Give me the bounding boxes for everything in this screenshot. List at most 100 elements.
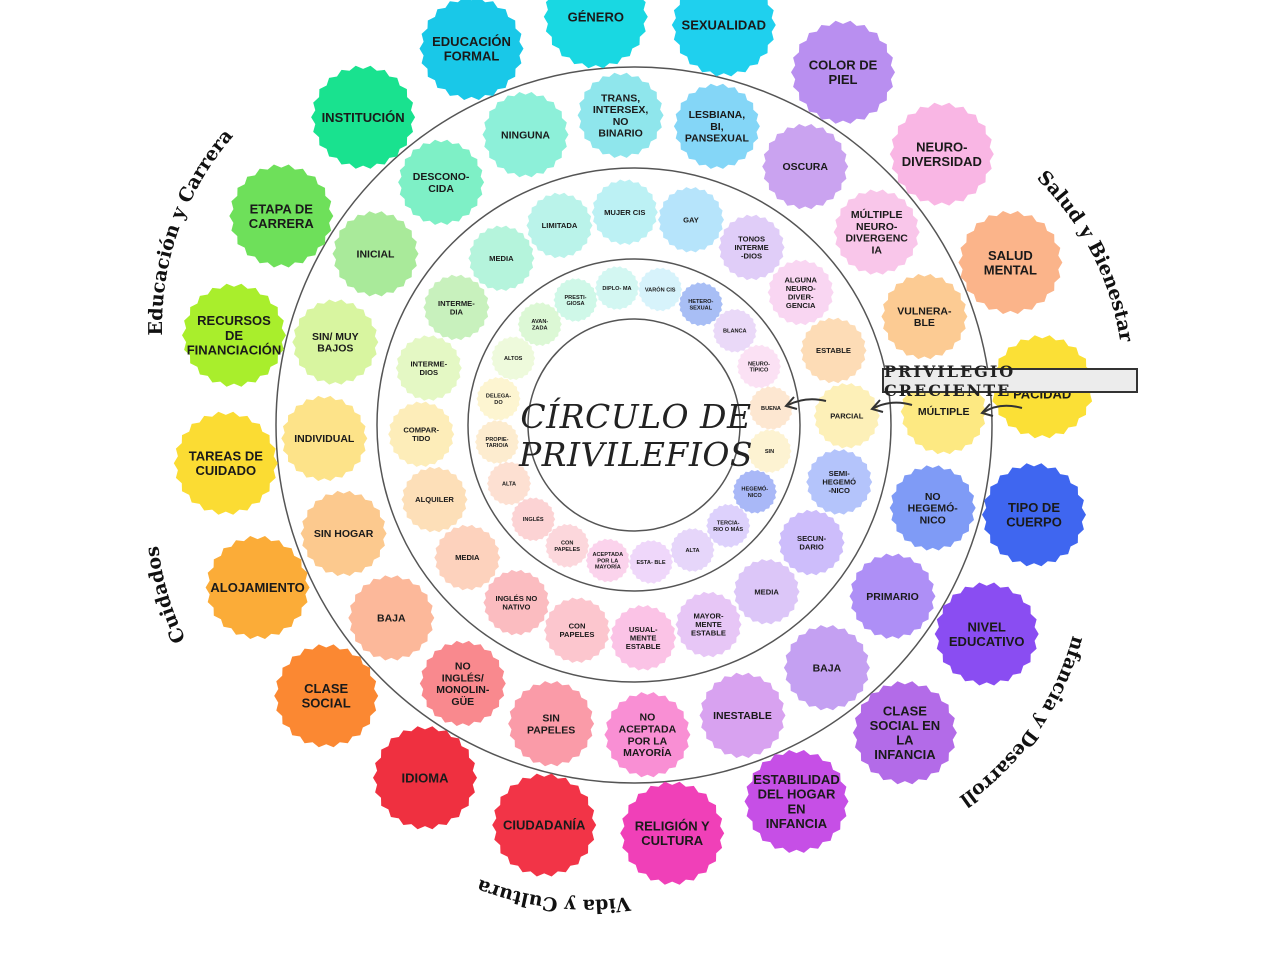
badge-inner-8: ALTA: [670, 528, 715, 572]
badge-shape: [800, 317, 867, 384]
badge-shape: [591, 179, 658, 245]
badge-label: MEDIA: [754, 587, 779, 596]
badge-ring3-6: SECUN-DARIO: [778, 509, 845, 576]
badge-shape: [744, 750, 849, 853]
badge-shape: [712, 309, 757, 353]
badge-ring2-14: INDIVIDUAL: [281, 395, 368, 481]
badge-label: DESCONO-CIDA: [413, 171, 470, 195]
badge-inner-19: DIPLO- MA: [595, 266, 639, 310]
increasing-arrows: [784, 396, 1023, 417]
badge-label: BAJA: [813, 662, 842, 674]
badge-shape: [718, 214, 785, 281]
badge-label: BUENA: [761, 406, 781, 412]
guide-circles: [275, 66, 993, 784]
badge-shape: [778, 509, 845, 576]
badge-shape: [526, 192, 593, 259]
badge-ring2-13: SIN HOGAR: [300, 490, 387, 576]
badge-shape: [476, 377, 521, 421]
privilegio-creciente-label: PRIVILEGIO CRECIENTE: [882, 362, 1138, 400]
badge-label: COMPAR-TIDO: [403, 426, 439, 444]
badge-shape: [511, 497, 556, 541]
badge-inner-2: BLANCA: [712, 309, 757, 353]
badge-shape: [671, 0, 776, 77]
badge-shape: [791, 20, 895, 124]
badge-shape: [833, 189, 920, 275]
badge-shape: [806, 449, 873, 515]
badge-shape: [638, 267, 683, 312]
badge-inner-0: VARÓN CIS: [638, 267, 683, 312]
badge-ring2-16: INICIAL: [332, 211, 419, 297]
badge-inner-13: ALTA: [487, 461, 531, 506]
badge-label: ALQUILER: [415, 495, 454, 504]
title-line-1: CÍRCULO DE: [520, 396, 751, 436]
badge-shape: [229, 164, 334, 268]
badge-ring3-19: MUJER CIS: [591, 179, 658, 245]
badge-label: SIN HOGAR: [314, 528, 374, 540]
badge-label: ALOJAMIENTO: [210, 580, 304, 595]
badge-inner-12: INGLÉS: [511, 497, 556, 541]
badge-shape: [373, 726, 477, 830]
badge-shape: [747, 429, 792, 473]
badge-label: INTERME-DIA: [438, 299, 475, 317]
badge-shape: [604, 692, 691, 778]
badge-shape: [300, 490, 387, 576]
badge-label: ALTOS: [504, 356, 523, 362]
badge-label: CIUDADANÍA: [503, 818, 586, 833]
badge-inner-18: PRESTI-GIOSA: [553, 278, 598, 322]
badge-ring3-0: GAY: [658, 187, 724, 253]
badge-ring3-18: LIMITADA: [526, 192, 593, 259]
badge-label: DIPLO- MA: [602, 286, 631, 292]
badge-shape: [670, 528, 715, 572]
badge-inner-5: SIN: [747, 429, 792, 473]
title-line-2: PRIVILEFIOS: [518, 435, 753, 474]
badge-ring2-3: VULNERA-BLE: [881, 274, 968, 360]
badge-shape: [982, 463, 1086, 567]
badge-label: VULNERA-BLE: [897, 305, 952, 329]
badge-shape: [849, 553, 936, 639]
badge-label: ALTA: [502, 481, 516, 487]
badge-shape: [332, 211, 419, 297]
arrow-middle: [873, 401, 913, 409]
badge-shape: [483, 569, 550, 636]
badge-shape: [762, 124, 849, 210]
badge-shape: [491, 336, 536, 380]
badge-label: SIN: [765, 449, 774, 455]
badge-ring2-8: INESTABLE: [699, 672, 786, 758]
arrow-inner-head: [784, 396, 798, 410]
badge-ring2-6: PRIMARIO: [849, 553, 936, 639]
badge-ring2-7: BAJA: [783, 625, 870, 711]
badge-outer-19: GÉNERO: [543, 0, 648, 69]
badge-label: ALTA: [685, 548, 699, 554]
badge-shape: [610, 605, 677, 671]
badge-outer-11: IDIOMA: [373, 726, 477, 830]
badge-shape: [585, 538, 630, 583]
badge-ring3-15: INTERME-DIOS: [395, 335, 462, 401]
badge-label: VARÓN CIS: [645, 286, 676, 294]
badge-label: GAY: [683, 215, 699, 224]
badge-inner-4: BUENA: [749, 386, 793, 430]
badge-label: NINGUNA: [501, 129, 550, 141]
badge-inner-1: HETERO-SEXUAL: [678, 282, 723, 326]
badge-shape: [487, 461, 531, 506]
badge-ring3-17: MEDIA: [468, 225, 535, 291]
badge-shape: [783, 625, 870, 711]
